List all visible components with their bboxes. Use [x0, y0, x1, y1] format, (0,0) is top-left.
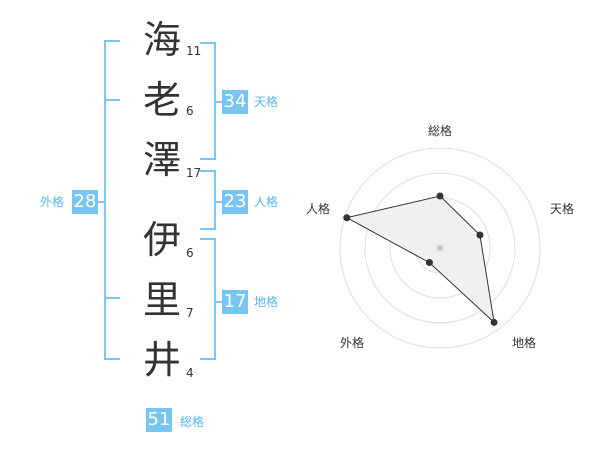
chikaku-badge: 17: [222, 290, 248, 314]
stroke-count-5: 7: [186, 306, 194, 320]
stroke-count-2: 6: [186, 104, 194, 118]
name-char-4: 伊: [142, 218, 181, 262]
tenkaku-bracket-top: [200, 42, 216, 44]
stroke-count-6: 4: [186, 366, 194, 380]
radar-point-4: [425, 259, 433, 267]
radar-label-chikaku: 地格: [512, 336, 537, 350]
name-char-6: 井: [142, 338, 181, 382]
stroke-count-4: 6: [186, 246, 194, 260]
radar-label-soukaku: 総格: [428, 124, 453, 138]
gaikaku-bracket-tick-2: [104, 297, 120, 299]
radar-ring-3: [364, 172, 516, 324]
name-char-2: 老: [142, 78, 181, 122]
radar-center-dot: [437, 245, 443, 251]
radar-point-5: [343, 214, 351, 222]
gaikaku-badge: 28: [72, 190, 98, 214]
tenkaku-label: 天格: [254, 95, 279, 109]
tenkaku-bracket-bottom: [200, 158, 216, 160]
radar-label-gaikaku: 外格: [340, 336, 365, 350]
soukaku-label: 総格: [180, 415, 205, 429]
jinkaku-bracket-top: [200, 170, 216, 172]
radar-ring-4: [339, 147, 541, 349]
tenkaku-badge: 34: [222, 90, 248, 114]
gaikaku-label: 外格: [40, 195, 65, 209]
radar-point-2: [476, 231, 484, 239]
chikaku-bracket-bottom: [200, 358, 216, 360]
jinkaku-label: 人格: [254, 195, 279, 209]
gaikaku-bracket-top: [104, 40, 120, 42]
name-char-3: 澤: [142, 138, 181, 182]
chikaku-label: 地格: [254, 295, 279, 309]
stroke-count-1: 11: [186, 44, 202, 58]
radar-point-1: [436, 192, 444, 200]
soukaku-badge: 51: [146, 408, 172, 432]
stroke-count-3: 17: [186, 166, 202, 180]
jinkaku-badge: 23: [222, 190, 248, 214]
chikaku-bracket-line: [214, 238, 216, 360]
tenkaku-bracket-connector: [214, 101, 222, 103]
radar-points: [343, 192, 498, 326]
gaikaku-bracket-connector: [98, 201, 106, 203]
chikaku-bracket-connector: [214, 301, 222, 303]
radar-point-3: [490, 318, 498, 326]
name-char-5: 里: [142, 278, 181, 322]
gaikaku-bracket-line: [104, 40, 106, 360]
gaikaku-bracket-tick-1: [104, 99, 120, 101]
name-char-1: 海: [142, 18, 181, 62]
jinkaku-bracket-bottom: [200, 228, 216, 230]
radar-label-jinkaku: 人格: [306, 202, 331, 216]
jinkaku-bracket-line: [214, 170, 216, 230]
jinkaku-bracket-connector: [214, 201, 222, 203]
radar-polygon: [345, 195, 495, 324]
radar-label-tenkaku: 天格: [550, 202, 575, 216]
gaikaku-bracket-bottom: [104, 358, 120, 360]
chikaku-bracket-top: [200, 238, 216, 240]
